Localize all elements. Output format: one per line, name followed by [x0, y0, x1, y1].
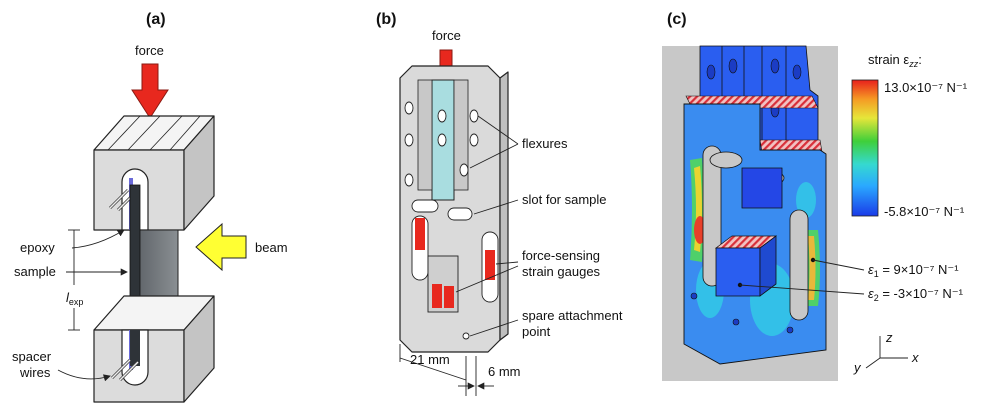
gauges-label-2: strain gauges — [522, 264, 601, 279]
sample-label: sample — [14, 264, 56, 279]
strain-gauge — [432, 284, 442, 308]
colorbar-min: -5.8×10⁻⁷ N⁻¹ — [884, 204, 965, 219]
beam-label: beam — [255, 240, 288, 255]
width-dimension: 21 mm — [410, 352, 450, 367]
spacer-leader — [57, 369, 111, 382]
bottom-clamp-side — [183, 295, 215, 403]
strain-gauge — [415, 218, 425, 250]
colorbar-title: strain εzz: — [868, 52, 922, 69]
panel-c-tag: (c) — [667, 11, 687, 28]
strain-gauge — [485, 250, 495, 280]
epoxy-label: epoxy — [20, 240, 55, 255]
colorbar-max: 13.0×10⁻⁷ N⁻¹ — [884, 80, 968, 95]
slot-for-sample-2 — [447, 207, 473, 221]
sample-cube — [715, 247, 761, 297]
strain-gauge — [444, 286, 454, 308]
z-axis-label: z — [885, 330, 893, 345]
epsilon-2: ε2 = -3×10⁻⁷ N⁻¹ — [868, 286, 964, 303]
spacer-label-2: wires — [19, 365, 51, 380]
panel-a-tag: (a) — [146, 11, 166, 28]
panel-a: (a) force beam — [12, 11, 288, 403]
colorbar — [851, 79, 879, 217]
panel-c: (c) — [662, 11, 968, 381]
epsilon-1: ε1 = 9×10⁻⁷ N⁻¹ — [868, 262, 959, 279]
apparatus-side — [499, 71, 509, 341]
top-clamp-side — [183, 115, 215, 231]
spare-label-1: spare attachment — [522, 308, 623, 323]
gauges-label-1: force-sensing — [522, 248, 600, 263]
spacer-label-1: spacer — [12, 349, 52, 364]
x-axis-label: x — [911, 350, 919, 365]
force-label-b: force — [432, 28, 461, 43]
flexure-left — [417, 79, 433, 191]
flexures-label: flexures — [522, 136, 568, 151]
beam-arrow — [195, 222, 247, 272]
top-clamp-hatch — [107, 115, 201, 151]
spare-label-2: point — [522, 324, 551, 339]
panel-b-tag: (b) — [376, 11, 396, 28]
lexp-label: lexp — [66, 290, 83, 307]
depth-dimension: 6 mm — [488, 364, 521, 379]
panel-b: (b) force flexures slot — [376, 11, 623, 396]
y-axis — [865, 357, 881, 369]
force-label-a: force — [135, 43, 164, 58]
y-axis-label: y — [853, 360, 862, 375]
slot-for-sample — [411, 199, 439, 213]
flexure-right — [453, 79, 469, 191]
epoxy-leader — [71, 229, 125, 249]
slot-label: slot for sample — [522, 192, 607, 207]
mount-holes — [404, 101, 479, 187]
force-arrow — [131, 63, 169, 119]
spare-attachment-hole — [462, 332, 470, 340]
